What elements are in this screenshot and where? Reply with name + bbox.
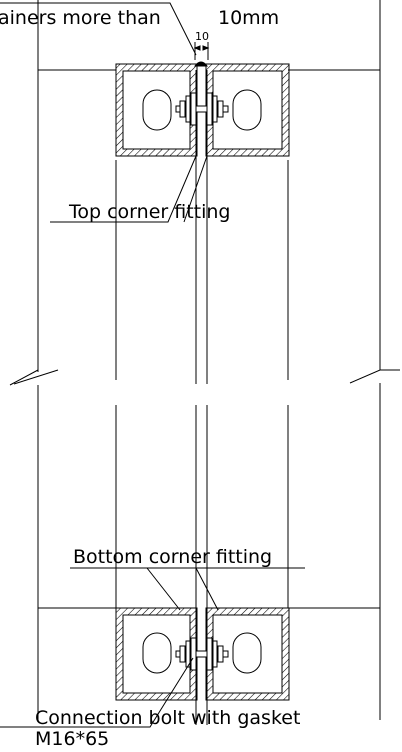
labels: ainers more than 10mm 10 Top corner fitt… [0, 7, 300, 750]
bottom-bolt-plate-right [206, 637, 213, 671]
bottom-bolt-shank [175, 650, 229, 658]
top-bolt-nut-right [217, 100, 224, 118]
bottom-bolt-plate-left [190, 637, 197, 671]
bottom-fitting-leader-left [146, 567, 181, 611]
top-bolt-gasket-left [185, 95, 191, 123]
bottom-right-oval-hole [232, 632, 262, 674]
bottom-bolt-nut-right [217, 645, 224, 663]
top-bolt-shank [175, 105, 229, 113]
bolt-label-line2: M16*65 [35, 728, 109, 750]
top-left-oval-hole [142, 89, 172, 131]
break-symbol-right [349, 369, 400, 384]
top-left-fitting [115, 63, 198, 157]
bottom-left-oval-hole [142, 632, 172, 674]
bottom-corner-fittings [115, 607, 290, 701]
bottom-bolt-gasket-left [185, 640, 191, 668]
gap-dimension-value: 10 [195, 30, 209, 43]
bottom-bolt-nut-left [179, 645, 186, 663]
break-symbol-left [13, 369, 59, 385]
top-fitting-leader-left [50, 155, 197, 223]
bottom-bolt-gasket-right [212, 640, 218, 668]
bottom-fitting-label: Bottom corner fitting [73, 546, 272, 568]
top-note-text: ainers more than [0, 7, 161, 29]
top-bolt-gasket-right [212, 95, 218, 123]
dim-arrow-left [193, 45, 201, 51]
top-note-value: 10mm [218, 7, 279, 29]
leader-lines [0, 2, 305, 728]
top-note-leader [0, 2, 197, 56]
bolt-leader [0, 657, 194, 728]
top-fitting-label: Top corner fitting [68, 201, 230, 223]
break-symbol-left-a [9, 369, 39, 386]
top-connection-bolt [175, 92, 229, 126]
bottom-connection-bolt [175, 637, 229, 671]
top-bolt-plate-right [206, 92, 213, 126]
bottom-fitting-leader-right [195, 567, 219, 611]
top-corner-fittings [115, 42, 290, 157]
top-bolt-nut-left [179, 100, 186, 118]
top-bolt-plate-left [190, 92, 197, 126]
container-outlines [9, 0, 400, 725]
bottom-left-fitting [115, 607, 198, 701]
bolt-label-line1: Connection bolt with gasket [35, 707, 300, 729]
top-fitting-leader-right [183, 155, 208, 223]
top-gap-marker [193, 61, 209, 67]
top-right-fitting [205, 63, 290, 157]
top-right-oval-hole [232, 89, 262, 131]
dim-arrow-right [202, 45, 210, 51]
